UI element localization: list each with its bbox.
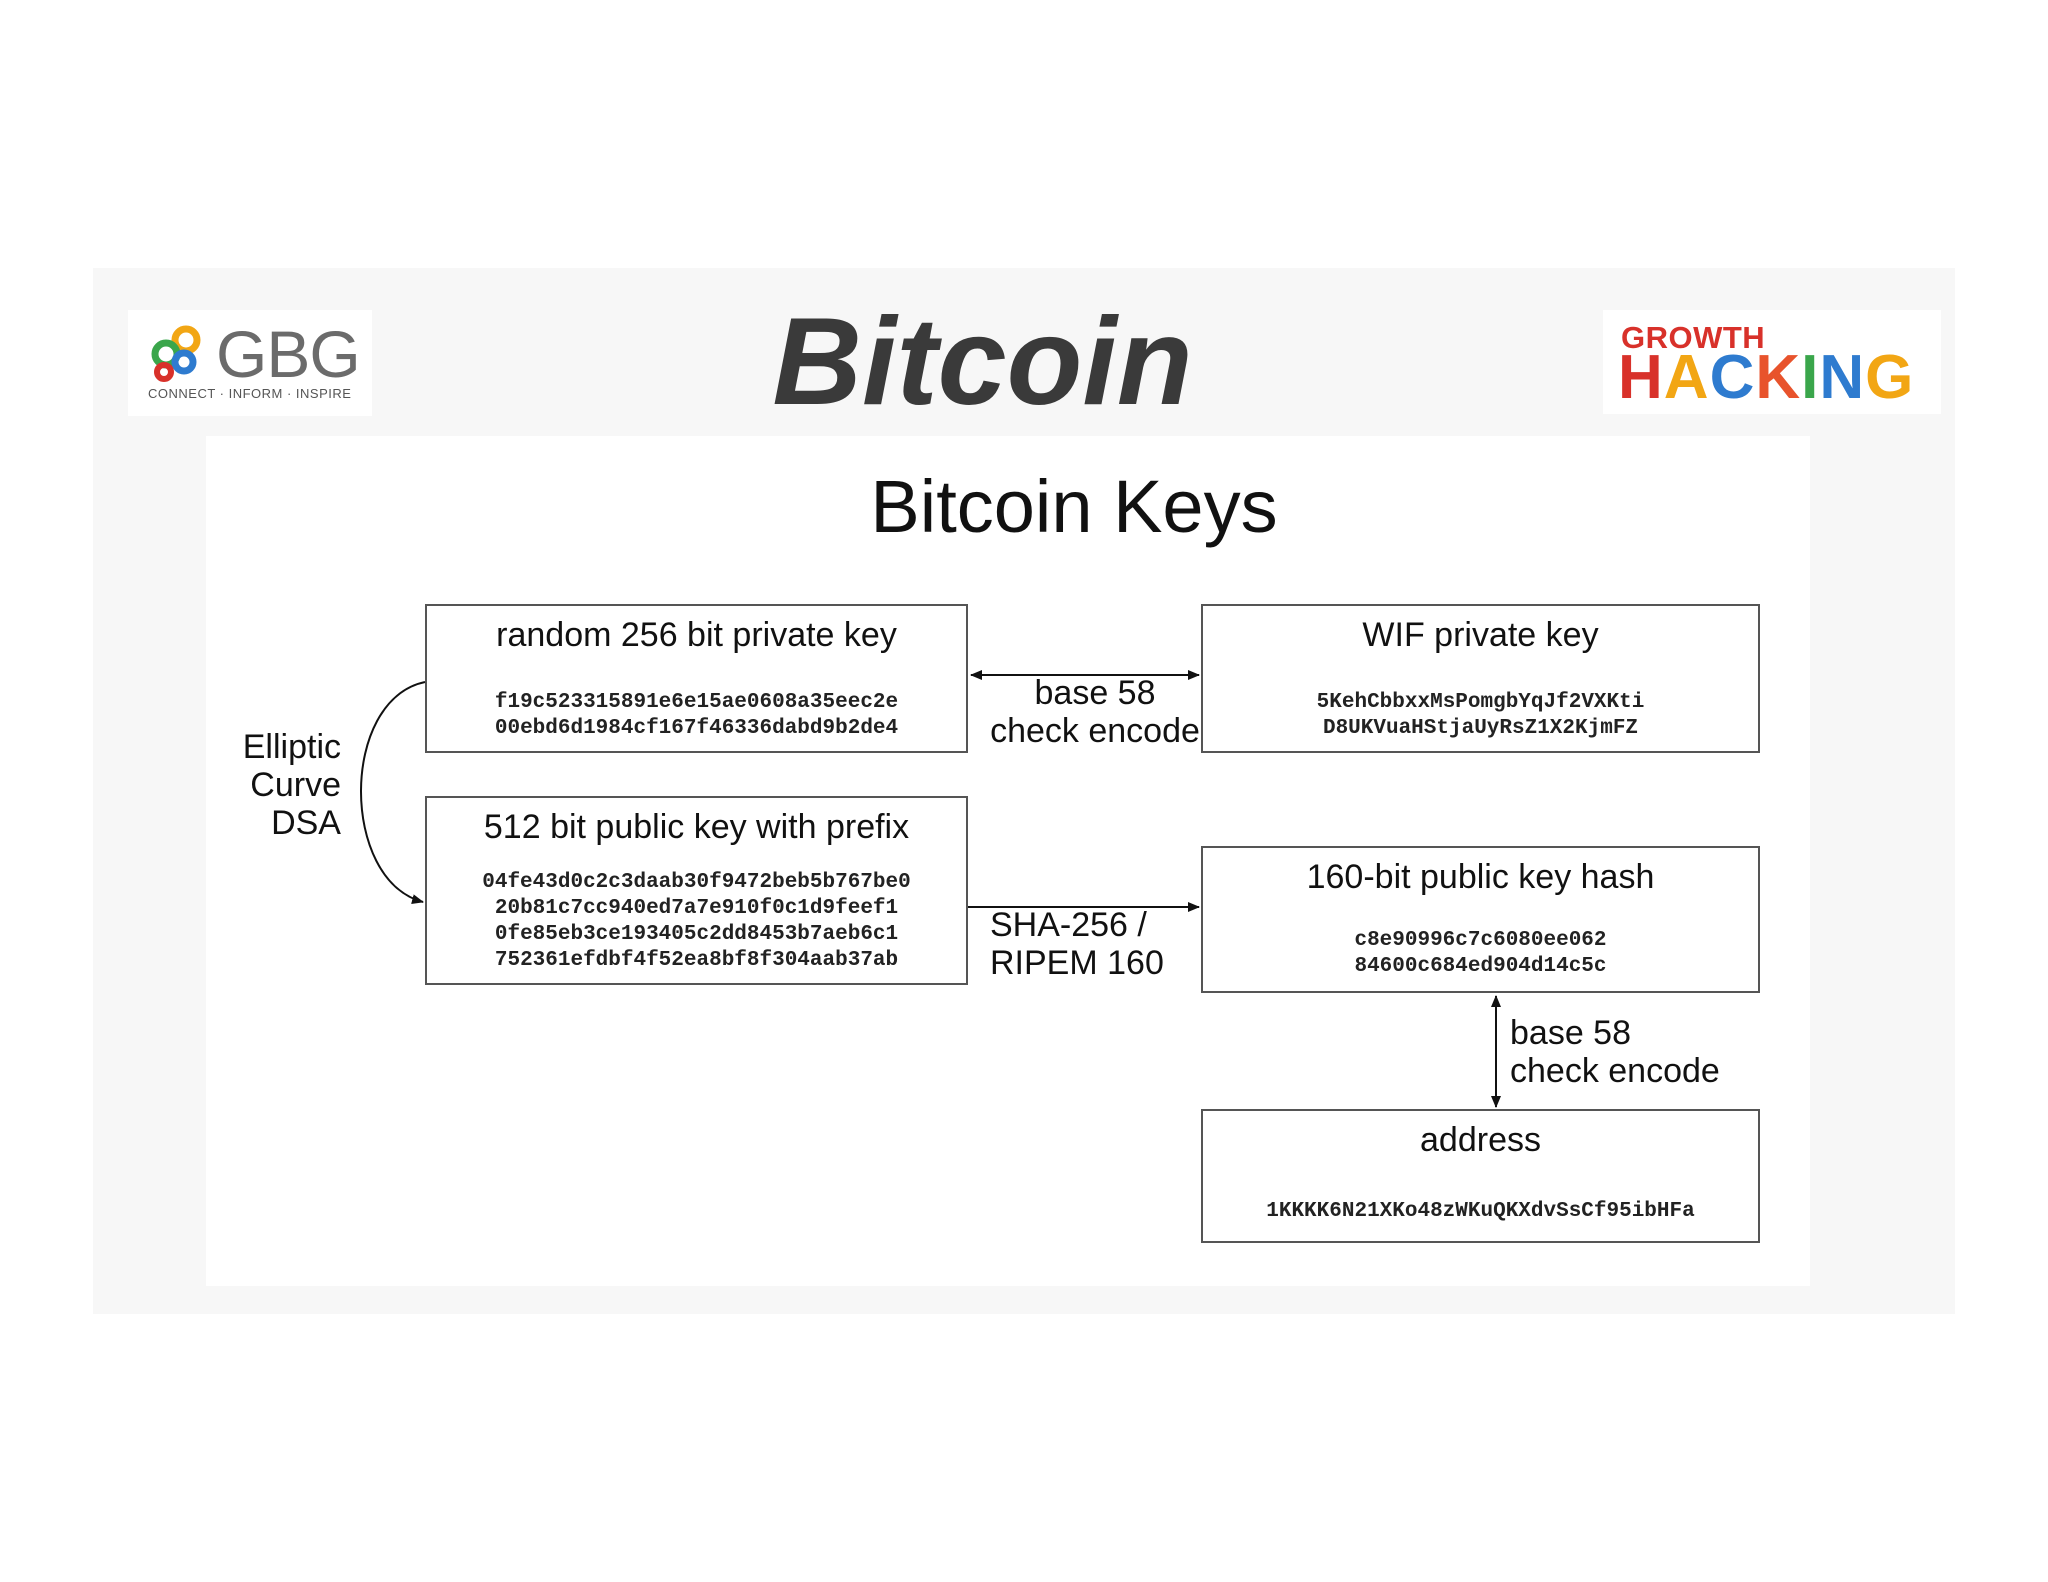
wif-key-box: WIF private key 5KehCbbxxMsPomgbYqJf2VXK… (1201, 604, 1760, 753)
private-key-box: random 256 bit private key f19c523315891… (425, 604, 968, 753)
public-key-hash-title: 160-bit public key hash (1306, 858, 1655, 896)
address-box: address 1KKKK6N21XKo48zWKuQKXdvSsCf95ibH… (1201, 1109, 1760, 1243)
growth-hacking-letter: A (1663, 343, 1710, 412)
public-key-hash-box: 160-bit public key hash c8e90996c7c6080e… (1201, 846, 1760, 993)
public-key-value: 04fe43d0c2c3daab30f9472beb5b767be0 20b81… (482, 871, 911, 972)
private-key-title: random 256 bit private key (496, 616, 897, 654)
diagram-title: Bitcoin Keys (870, 465, 1278, 548)
growth-hacking-logo-top: GROWTH (1621, 320, 1766, 355)
growth-hacking-letter: N (1819, 343, 1866, 412)
base58-top-label: base 58 check encode (990, 674, 1200, 750)
wif-key-title: WIF private key (1362, 616, 1599, 654)
gbg-logo-word: GBG (216, 317, 361, 391)
growth-hacking-letter: G (1865, 343, 1915, 412)
slide-title: Bitcoin (772, 293, 1193, 431)
wif-key-value: 5KehCbbxxMsPomgbYqJf2VXKti D8UKVuaHStjaU… (1316, 691, 1645, 740)
growth-hacking-logo-bottom: HACKING (1618, 346, 1914, 410)
private-key-value: f19c523315891e6e15ae0608a35eec2e 00ebd6d… (494, 691, 899, 740)
growth-hacking-letter: I (1801, 343, 1820, 412)
growth-hacking-logo: GROWTH HACKING (1603, 310, 1941, 414)
growth-hacking-letter: H (1618, 343, 1664, 412)
public-key-title: 512 bit public key with prefix (483, 808, 910, 846)
address-value: 1KKKK6N21XKo48zWKuQKXdvSsCf95ibHFa (1266, 1200, 1695, 1223)
public-key-hash-value: c8e90996c7c6080ee062 84600c684ed904d14c5… (1354, 929, 1607, 978)
growth-hacking-letter: K (1755, 343, 1802, 412)
sha-ripemd-label: SHA-256 / RIPEM 160 (990, 906, 1164, 982)
gbg-logo-mark-icon (151, 325, 201, 382)
growth-hacking-letter: C (1709, 343, 1756, 412)
base58-right-label: base 58 check encode (1510, 1014, 1720, 1090)
ecdsa-label: Elliptic Curve DSA (242, 728, 341, 842)
public-key-box: 512 bit public key with prefix 04fe43d0c… (425, 796, 968, 985)
gbg-logo: GBG CONNECT · INFORM · INSPIRE (128, 310, 372, 416)
address-title: address (1420, 1121, 1541, 1159)
gbg-logo-tagline: CONNECT · INFORM · INSPIRE (148, 386, 352, 401)
